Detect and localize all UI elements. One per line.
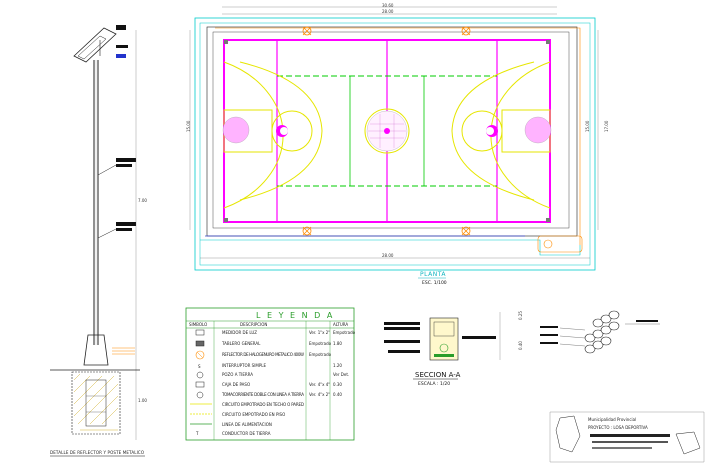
pole-caption: DETALLE DE REFLECTOR Y POSTE METALICO — [50, 450, 144, 455]
legend-row-alt: 1.20 — [333, 363, 342, 368]
legend-row-desc: CIRCUITO EMPOTRADO EN PISO — [222, 412, 285, 417]
legend-row-spec: Empotrado — [309, 352, 332, 357]
section-detail: 0.25 0.40 SECCION A-A ESCALA : 1/20 — [384, 311, 523, 387]
svg-text:T: T — [195, 431, 199, 436]
legend-row-spec: Ver. 1"x 2" — [309, 330, 330, 335]
legend-row-desc: TOMACORRIENTE DOBLE CON LINEA A TIERRA — [221, 392, 304, 397]
reflector-symbols — [302, 26, 471, 236]
legend-row-desc: INTERRUPTOR SIMPLE — [222, 363, 266, 368]
legend-row-desc: TABLERO GENERAL — [221, 341, 261, 346]
dim-overall-width: 30.60 — [382, 3, 394, 8]
legend-row-desc: CONDUCTOR DE TIERRA — [222, 431, 271, 436]
legend-header-descripcion: DESCRIPCION — [240, 322, 267, 327]
legend-row-desc: REFLECTOR DE HALOGENURO METALICO 400W — [222, 352, 304, 357]
legend-row-desc: MEDIDOR DE LUZ — [222, 330, 257, 335]
reflector-heads — [73, 25, 128, 63]
legend-row-desc: CIRCUITO EMPOTRADO EN TECHO O PARED — [222, 402, 304, 407]
plan-title: PLANTA — [420, 271, 446, 278]
pole-footing-label: 1.00 — [138, 398, 147, 403]
legend-row-alt: Empotrado — [333, 330, 356, 335]
section-title: SECCION A-A — [415, 371, 461, 379]
legend-row-desc: CAJA DE PASO — [222, 382, 250, 387]
legend-row-spec: Empotrado — [309, 341, 332, 346]
legend-row-alt: Ver Det. — [333, 372, 349, 377]
footing-hatch — [73, 373, 119, 431]
legend-row-desc: POZO A TIERRA — [222, 372, 253, 377]
section-scale: ESCALA : 1/20 — [418, 381, 450, 387]
section-dim-bottom: 0.40 — [518, 341, 523, 350]
svg-text:S: S — [198, 364, 201, 369]
legend-row-spec: Ver. 4"x 2" — [309, 392, 330, 397]
legend-table: L E Y E N D A SIMBOLO DESCRIPCION ALTURA… — [185, 307, 356, 441]
dim-bottom-width: 28.00 — [382, 253, 394, 258]
dim-court-width: 28.00 — [382, 9, 394, 14]
section-dim-top: 0.25 — [518, 311, 523, 320]
legend-header-altura: ALTURA — [333, 322, 348, 327]
pole-detail: 7.00 1.00 DETALLE DE REFLECTOR Y POSTE M… — [50, 25, 147, 457]
legend-row-spec: Ver. 4"x 4" — [309, 382, 330, 387]
title-line-1: Municipalidad Provincial — [588, 417, 636, 422]
title-line-2: PROYECTO : LOSA DEPORTIVA — [588, 425, 648, 430]
legend-symbols: S T — [190, 329, 212, 436]
legend-row-alt: 0.40 — [333, 392, 342, 397]
plan-scale: ESC. 1/100 — [422, 280, 447, 286]
legend-title: L E Y E N D A — [256, 311, 334, 320]
conduit-bundle-detail — [540, 310, 660, 354]
dim-left-height: 15.00 — [186, 120, 191, 132]
legend-header-simbolo: SIMBOLO — [189, 322, 207, 327]
legend-row-desc: LINEA DE ALIMENTACION — [222, 422, 272, 427]
dim-right-height-a: 15.00 — [585, 120, 590, 132]
legend-rows: MEDIDOR DE LUZ Ver. 1"x 2" Empotrado TAB… — [221, 330, 356, 436]
title-block: Municipalidad Provincial PROYECTO : LOSA… — [549, 411, 705, 463]
legend-row-alt: 1.80 — [333, 341, 342, 346]
pole-height-label: 7.00 — [138, 198, 147, 203]
dim-right-height-b: 17.00 — [604, 120, 609, 132]
court-plan: 30.60 28.00 15.00 15.00 17.00 — [186, 3, 609, 286]
legend-row-alt: 0.30 — [333, 382, 342, 387]
